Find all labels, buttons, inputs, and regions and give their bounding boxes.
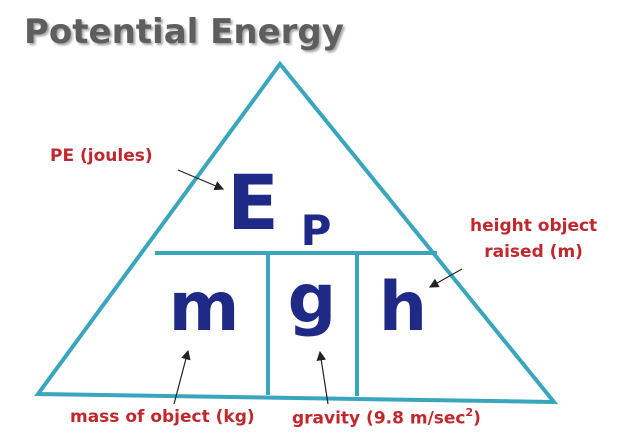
arrow-mass	[173, 349, 191, 405]
arrow-pe	[177, 169, 225, 191]
formula-energy-subscript: P	[301, 206, 332, 255]
formula-height-symbol: h	[379, 268, 427, 347]
page-title: Potential Energy	[24, 12, 344, 52]
formula-energy-symbol: E	[227, 158, 279, 247]
triangle-shape	[34, 60, 559, 405]
label-mass: mass of object (kg)	[70, 407, 255, 427]
label-height: height object raised (m)	[470, 213, 597, 265]
label-gravity-text: gravity (9.8 m/sec	[292, 408, 466, 429]
triangle-outline	[34, 60, 559, 405]
label-height-line2: raised (m)	[484, 242, 583, 262]
label-gravity: gravity (9.8 m/sec2)	[292, 406, 481, 429]
formula-gravity-symbol: g	[288, 260, 337, 339]
label-height-line1: height object	[470, 216, 598, 236]
arrow-gravity	[316, 350, 329, 405]
label-gravity-close: )	[473, 408, 481, 429]
label-gravity-superscript: 2	[465, 406, 474, 419]
arrow-height	[428, 268, 463, 288]
label-pe-joules: PE (joules)	[50, 146, 153, 166]
formula-mass-symbol: m	[169, 268, 240, 347]
